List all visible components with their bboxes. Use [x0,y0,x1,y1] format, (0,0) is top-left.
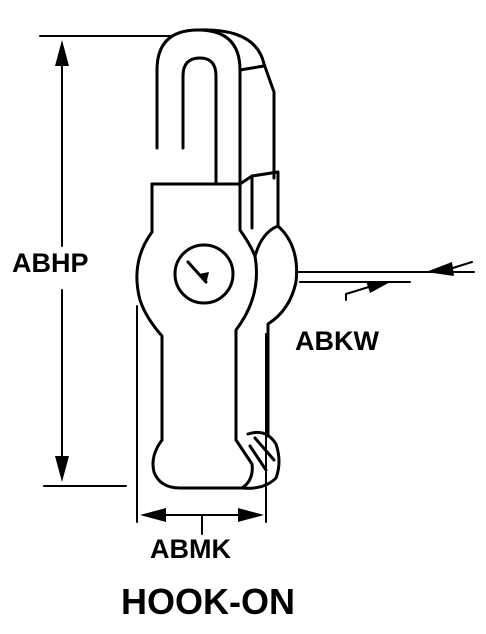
abkw-label: ABKW [295,326,379,356]
abkw-dimension [297,261,475,301]
abhp-dimension [39,35,171,487]
abhp-label: ABHP [12,248,89,278]
pivot-dial [173,243,235,305]
drawing-title: HOOK-ON [121,581,295,622]
abmk-label: ABMK [150,534,231,564]
hook-body [135,170,299,490]
abmk-dimension [136,305,267,535]
hook-top [155,28,276,184]
